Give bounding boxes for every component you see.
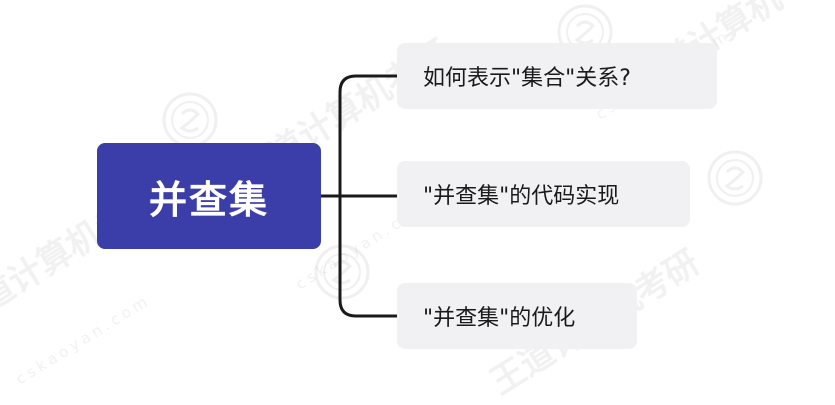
connector-branch-3: [338, 194, 399, 318]
child-node-code-implementation[interactable]: "并查集"的代码实现: [397, 161, 690, 227]
root-node[interactable]: 并查集: [97, 143, 321, 249]
child-label: "并查集"的代码实现: [423, 184, 620, 209]
child-label: "并查集"的优化: [423, 306, 576, 331]
root-label: 并查集: [148, 177, 269, 222]
child-node-represent-set[interactable]: 如何表示"集合"关系?: [397, 43, 717, 109]
child-label: 如何表示"集合"关系?: [423, 66, 631, 91]
connector-branch-1: [338, 74, 399, 198]
child-node-optimization[interactable]: "并查集"的优化: [397, 283, 637, 349]
